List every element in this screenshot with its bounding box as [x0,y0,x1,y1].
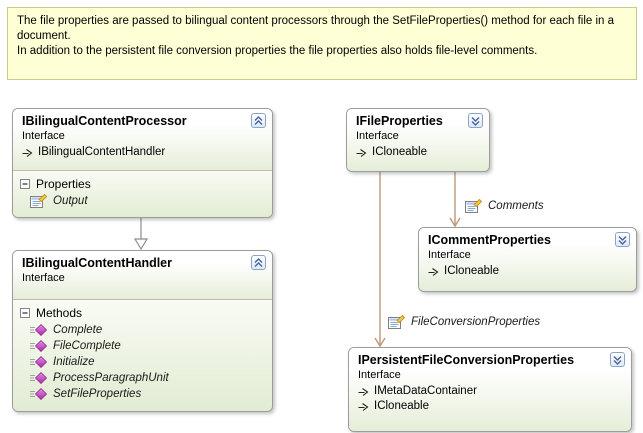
chevron-double-down-icon [471,116,480,126]
member-name: FileComplete [53,340,121,352]
property-icon [30,194,47,208]
member-row[interactable]: Complete [13,322,272,338]
members-compartment: Methods Complete FileComplete Initialize… [13,299,272,411]
box-kind-label: Interface [356,130,399,142]
box-title: IPersistentFileConversionProperties [358,353,575,367]
base-type-name: IBilingualContentHandler [38,145,166,158]
member-name: Initialize [53,356,95,368]
collapse-button[interactable] [251,255,266,270]
chevron-double-down-icon [618,235,627,245]
member-row[interactable]: Initialize [13,354,272,370]
box-title: IBilingualContentHandler [22,256,172,270]
member-row[interactable]: FileComplete [13,338,272,354]
base-type-name: ICloneable [372,145,427,158]
chevron-double-down-icon [613,355,622,365]
inherits-arrow-icon [22,149,33,157]
section-header-properties: Properties [13,174,272,193]
collapse-button[interactable] [251,113,266,128]
base-type-name: ICloneable [444,264,499,277]
base-type-name: ICloneable [374,399,429,412]
inherits-arrow-icon [358,388,369,396]
expand-button[interactable] [468,113,483,128]
box-kind-label: Interface [428,249,471,261]
inheritance-connector [133,218,149,251]
base-type-name: IMetaDataContainer [374,384,477,397]
box-kind-label: Interface [22,130,65,142]
box-header: ICommentProperties Interface ICloneable [419,228,636,291]
note-line: The file properties are passed to biling… [17,15,615,42]
box-header: IBilingualContentProcessor Interface IBi… [13,109,272,170]
box-title: IFileProperties [356,114,443,128]
member-row[interactable]: Output [13,193,272,209]
documentation-note: The file properties are passed to biling… [7,7,637,80]
base-type-row: ICloneable [358,398,609,413]
property-icon [388,315,405,329]
note-line: In addition to the persistent file conve… [17,45,538,57]
expand-button[interactable] [610,352,625,367]
class-box-icommentproperties[interactable]: ICommentProperties Interface ICloneable [418,227,637,292]
method-icon [30,340,47,352]
member-row[interactable]: ProcessParagraphUnit [13,370,272,386]
member-name: ProcessParagraphUnit [53,372,169,384]
association-label-fileconversionproperties[interactable]: FileConversionProperties [388,315,540,329]
inherits-arrow-icon [356,149,367,157]
box-title: IBilingualContentProcessor [22,114,187,128]
class-box-ibilingualcontentprocessor[interactable]: IBilingualContentProcessor Interface IBi… [12,108,273,218]
chevron-double-up-icon [254,115,263,125]
section-header-methods: Methods [13,303,272,322]
member-row[interactable]: SetFileProperties [13,386,272,402]
section-label: Properties [36,176,91,191]
property-icon [465,199,482,213]
minus-box-icon[interactable] [20,307,30,318]
base-type-row: IBilingualContentHandler [22,144,250,159]
member-name: SetFileProperties [53,388,142,400]
box-kind-label: Interface [358,369,401,381]
class-box-ifileproperties[interactable]: IFileProperties Interface ICloneable [346,108,490,172]
box-kind-label: Interface [22,272,65,284]
class-box-ibilingualcontenthandler[interactable]: IBilingualContentHandler Interface Metho… [12,250,273,412]
minus-box-icon[interactable] [20,178,30,189]
association-label-text: FileConversionProperties [411,316,541,328]
class-box-ipersistentfileconversionproperties[interactable]: IPersistentFileConversionProperties Inte… [348,347,632,432]
base-type-row: ICloneable [356,144,467,159]
method-icon [30,372,47,384]
member-name: Complete [53,324,103,336]
chevron-double-up-icon [254,257,263,267]
inherits-arrow-icon [428,268,439,276]
box-header: IBilingualContentHandler Interface [13,251,272,299]
box-header: IFileProperties Interface ICloneable [347,109,489,171]
inherits-arrow-icon [358,403,369,411]
method-icon [30,388,47,400]
member-name: Output [53,195,88,207]
method-icon [30,324,47,336]
box-header: IPersistentFileConversionProperties Inte… [349,348,631,431]
association-label-text: Comments [488,200,544,212]
base-type-row: ICloneable [428,263,614,278]
members-compartment: Properties Output [13,170,272,217]
box-title: ICommentProperties [428,233,551,247]
method-icon [30,356,47,368]
expand-button[interactable] [615,232,630,247]
section-label: Methods [36,305,83,320]
association-connector-comments [449,172,461,228]
association-label-comments[interactable]: Comments [465,199,544,213]
base-type-row: IMetaDataContainer [358,383,609,398]
association-connector-fileconversionproperties [374,172,386,348]
